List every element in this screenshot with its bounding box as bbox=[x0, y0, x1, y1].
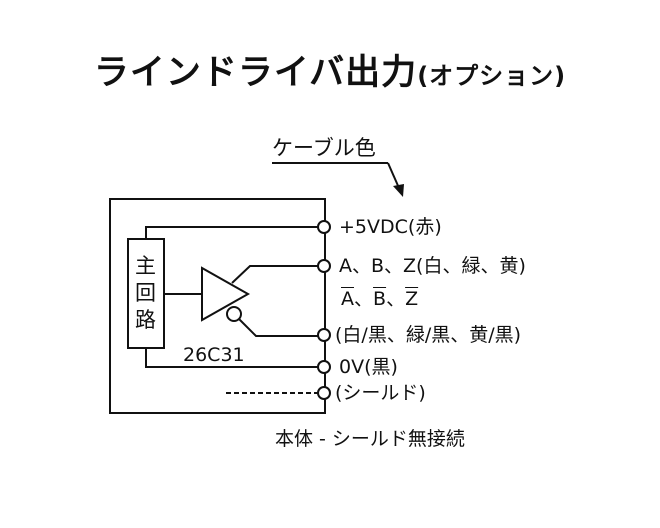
ic-label: 26C31 bbox=[183, 344, 245, 366]
terminal-abz-inv bbox=[317, 328, 331, 342]
cable-color-label: ケーブル色 bbox=[272, 136, 376, 160]
terminal-5v bbox=[317, 220, 331, 234]
terminal-label-5v: +5VDC(赤) bbox=[339, 216, 442, 238]
terminal-label-abz-bar: A、B、Z bbox=[341, 288, 419, 310]
line-driver-symbol bbox=[201, 266, 251, 322]
terminal-label-0v: 0V(黒) bbox=[339, 356, 398, 378]
wire-output-inverted bbox=[238, 318, 318, 337]
main-circuit-char-3: 路 bbox=[135, 308, 156, 332]
terminal-0v bbox=[317, 360, 331, 374]
wire-5v bbox=[145, 226, 318, 239]
terminal-label-shield: (シールド) bbox=[335, 382, 426, 404]
title-main: ラインドライバ出力 bbox=[93, 53, 418, 93]
arrow-head-icon bbox=[393, 184, 404, 197]
body-outline bbox=[109, 198, 326, 414]
title-sub: (オプション) bbox=[417, 62, 567, 90]
terminal-label-abz: A、B、Z(白、緑、黄) bbox=[339, 255, 526, 277]
shield-note: 本体 - シールド無接続 bbox=[275, 428, 465, 450]
terminal-shield bbox=[317, 386, 331, 400]
cable-label-arrow-line bbox=[387, 162, 400, 189]
wire-output-true bbox=[231, 265, 318, 284]
wire-0v bbox=[145, 348, 318, 368]
main-circuit-char-2: 回 bbox=[135, 281, 156, 305]
terminal-label-abz-inv: (白/黒、緑/黒、黄/黒) bbox=[335, 324, 522, 346]
terminal-abz bbox=[317, 259, 331, 273]
diagram-title: ラインドライバ出力(オプション) bbox=[0, 44, 660, 95]
inverter-bubble bbox=[226, 306, 242, 322]
main-circuit-char-1: 主 bbox=[135, 254, 156, 278]
